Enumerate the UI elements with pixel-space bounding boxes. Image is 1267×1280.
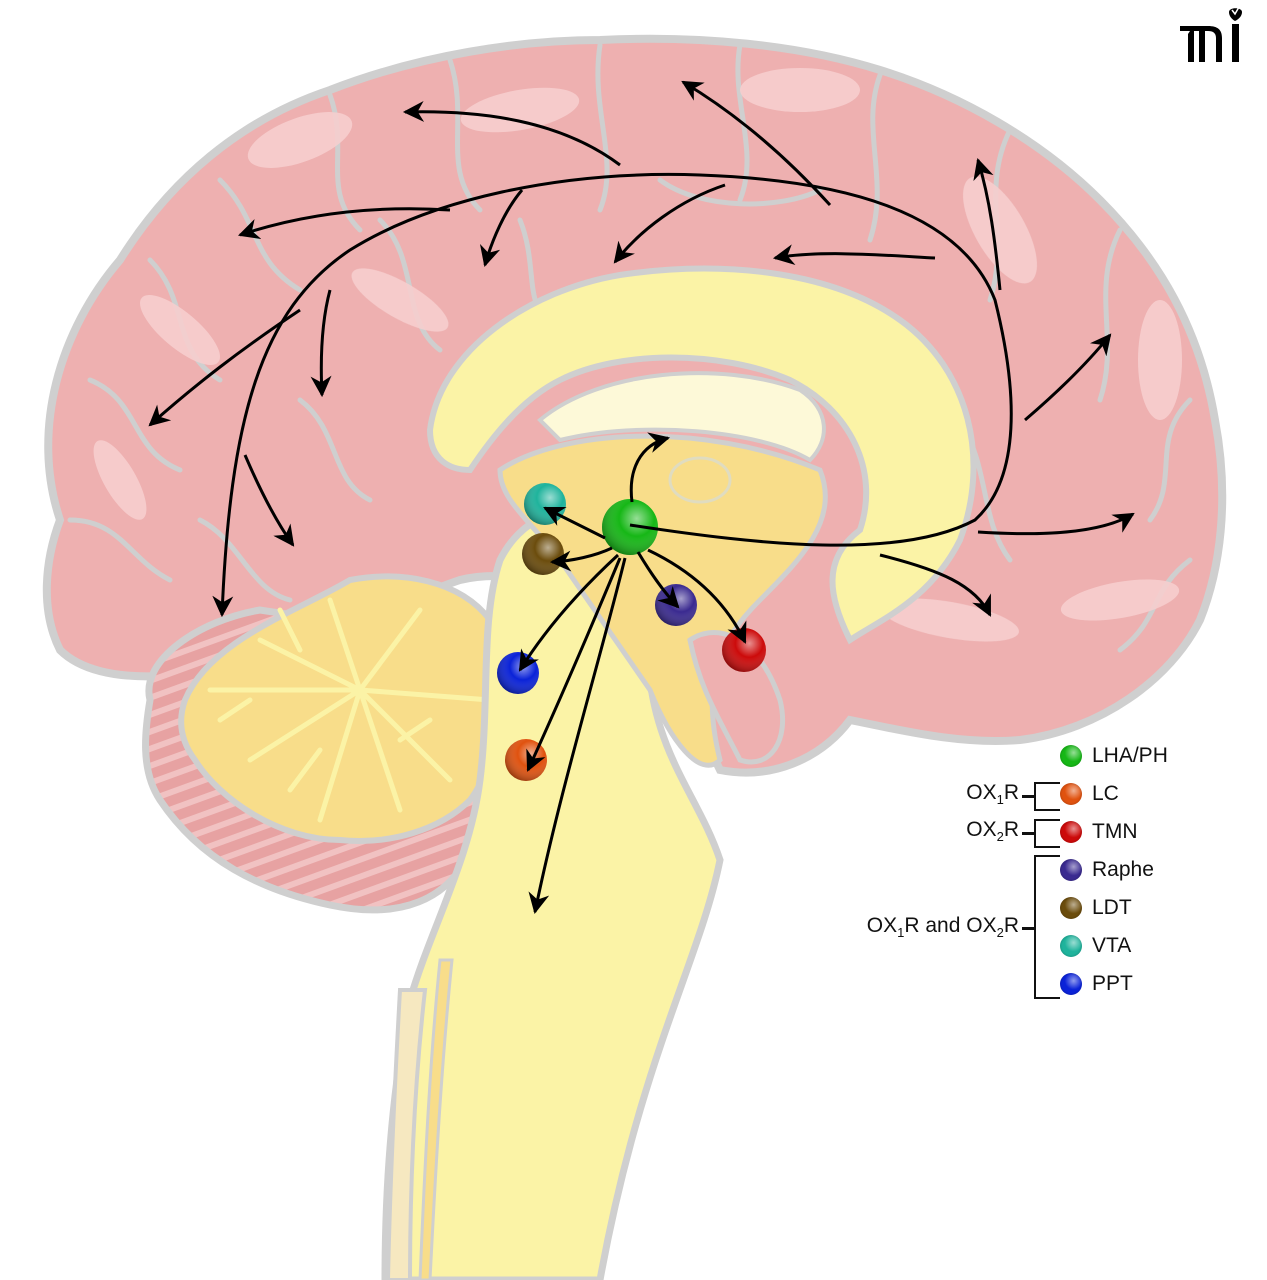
projection-to-ldt [549,546,613,572]
mi-logo-icon [1180,6,1242,62]
nucleus-shading [497,652,539,694]
projection-vertical [973,157,1002,291]
projection-parietal-left [148,308,301,427]
projection-temporal-back [977,512,1135,536]
projection-to-vta [543,506,606,540]
projection-occipital [1024,333,1112,422]
arbor-vitae [207,597,493,823]
nucleus-ppt [497,652,539,694]
projection-dip-1 [310,289,332,398]
nucleus-ldt [522,533,564,575]
projection-occipital-low [243,454,295,547]
nucleus-vta [524,483,566,525]
projection-dip-3 [613,183,726,264]
projection-thalamus [629,432,671,503]
nucleus-shading [722,628,766,672]
projection-dip-2 [479,189,524,268]
nucleus-shading [524,483,566,525]
projection-frontal-mid [238,207,451,239]
projection-to-ppt [518,553,620,672]
projection-to-raphe [636,551,680,609]
nucleus-shading [522,533,564,575]
projection-spinal [528,557,627,915]
nucleus-tmn [722,628,766,672]
cerebellum [142,573,504,914]
projection-inner [772,244,936,266]
nucleus-shading [602,499,658,555]
projection-main-arc [212,173,1013,618]
projections [148,80,1135,915]
gyri-highlights [93,68,1182,642]
projection-temporal-low [879,553,992,617]
nucleus-lha-ph [602,499,658,555]
projection-frontal-upper [402,101,621,167]
projection-to-lc [526,557,622,772]
projection-top [681,80,832,207]
projection-to-tmn [647,548,747,644]
